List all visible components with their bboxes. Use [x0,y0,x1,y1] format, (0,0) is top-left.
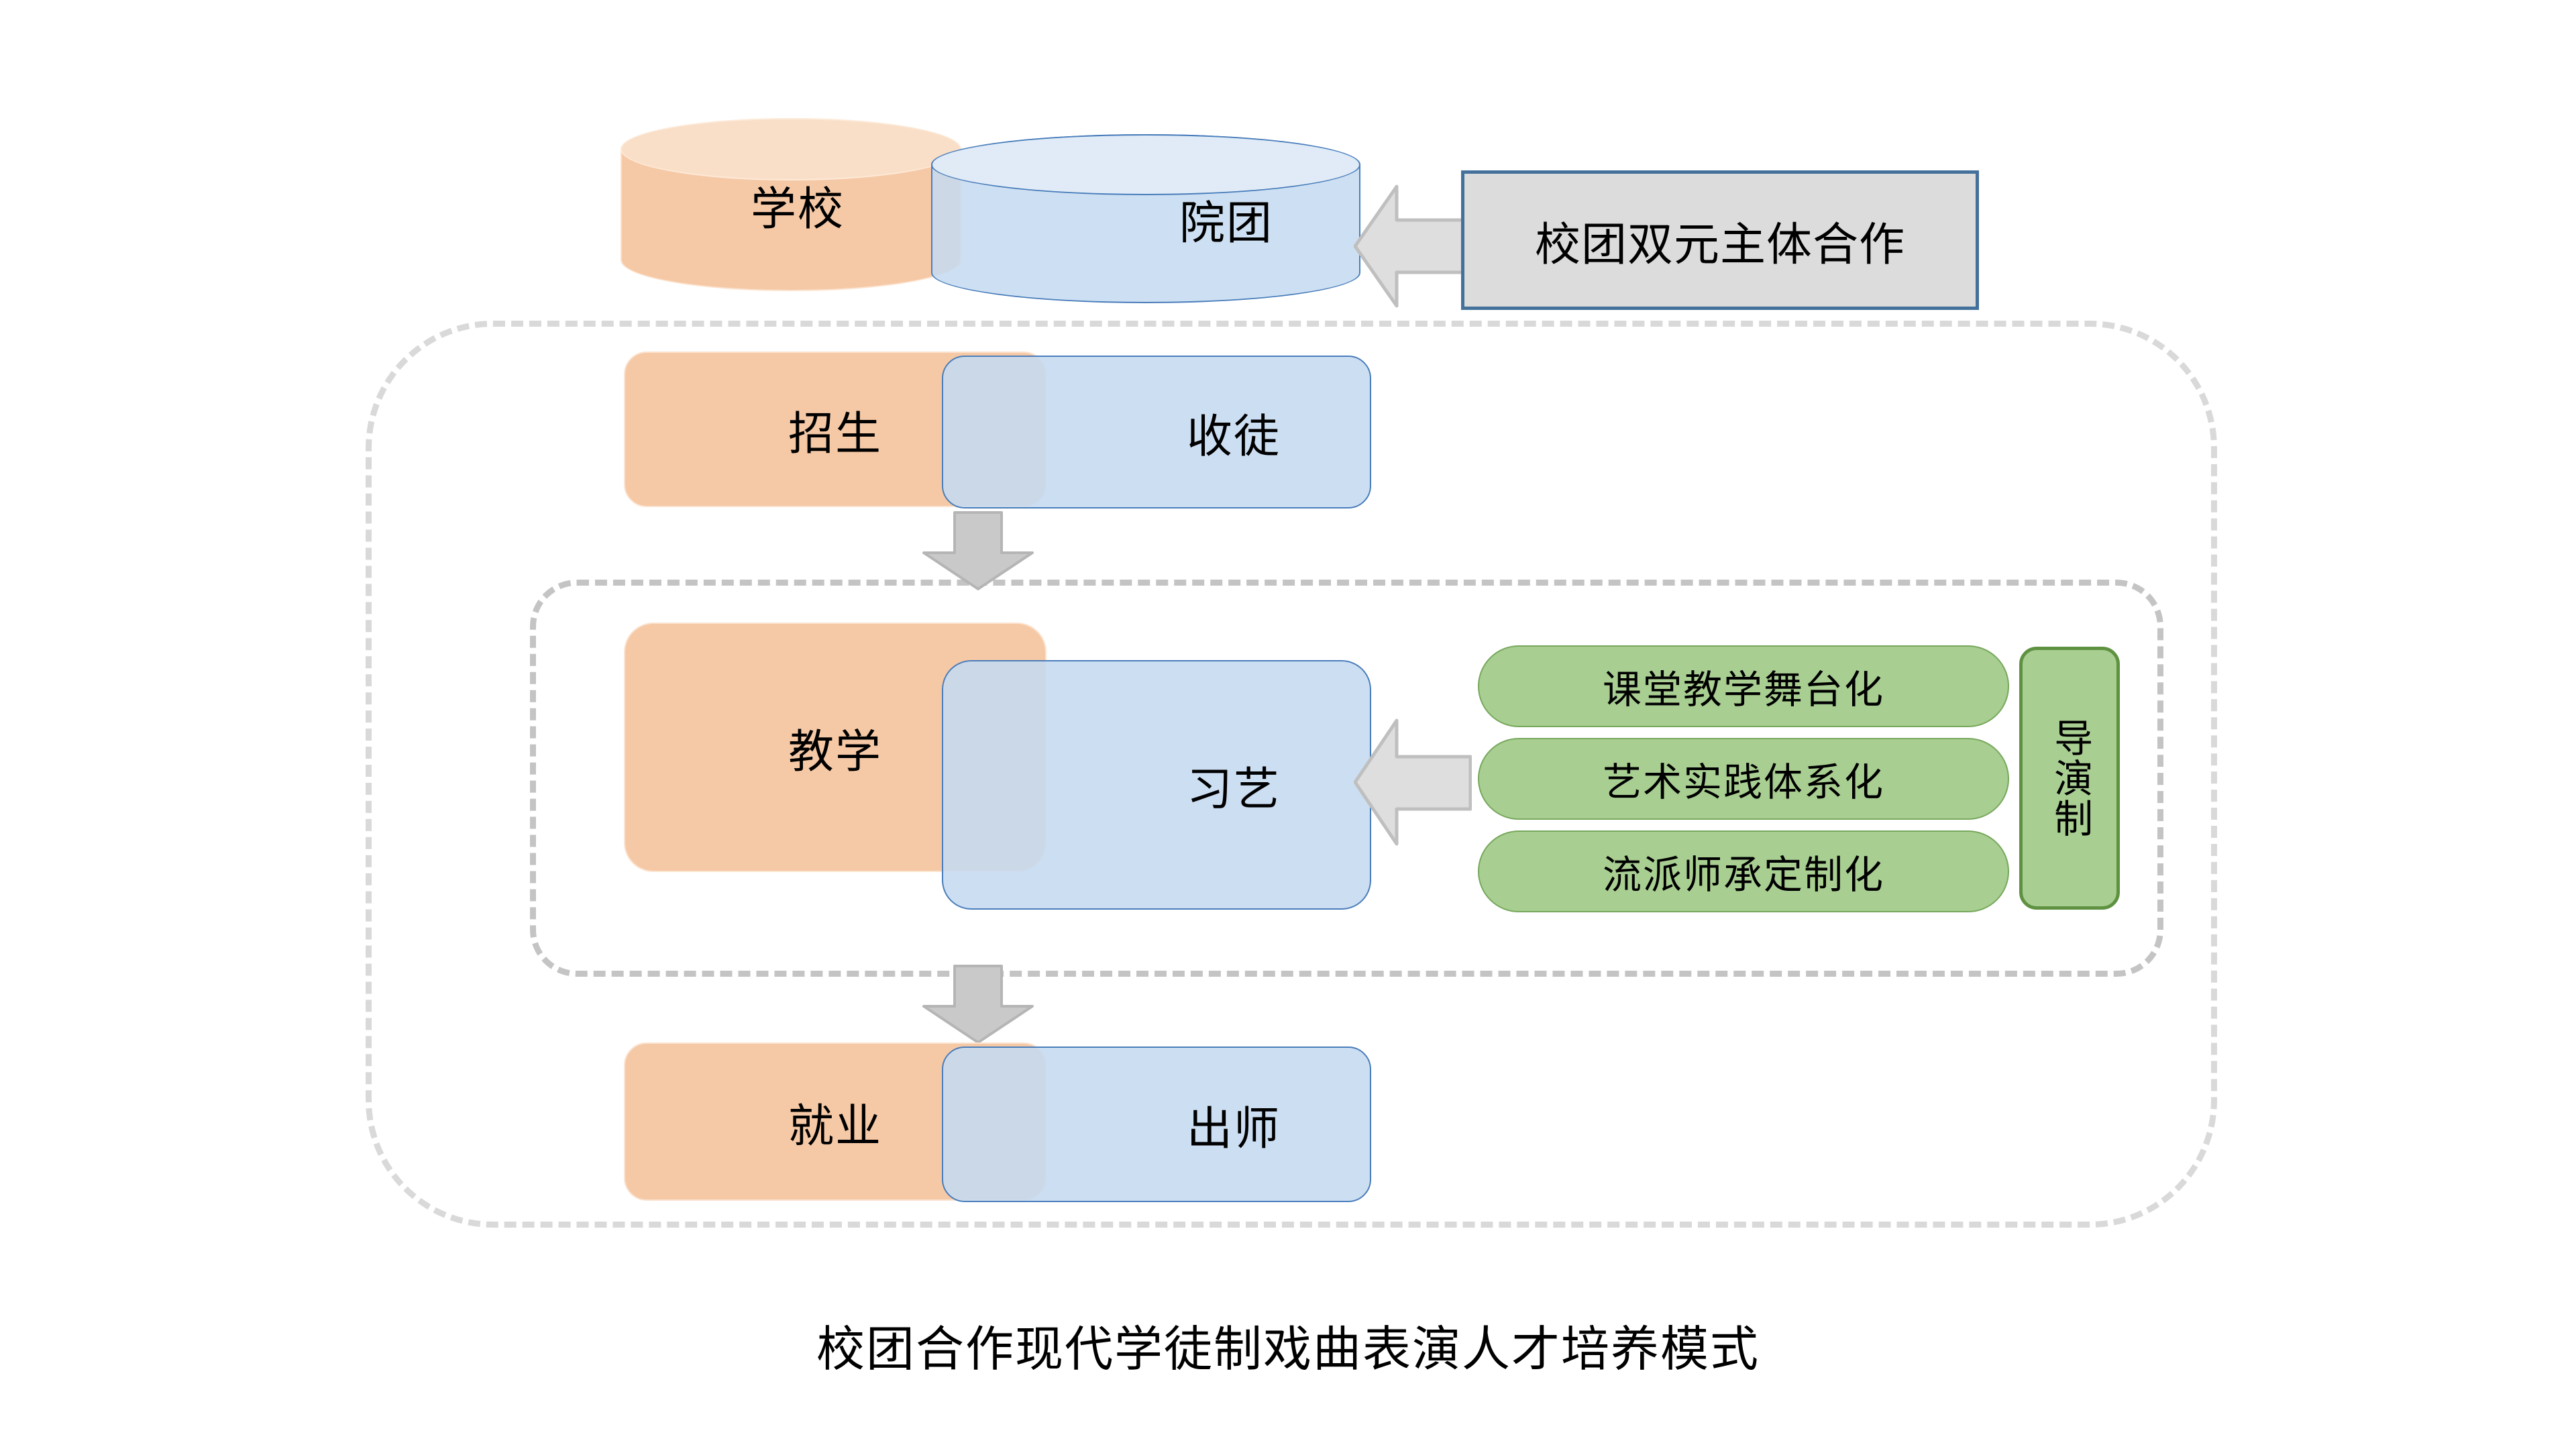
cylinder-school-label: 学校 [750,183,845,235]
teaching-method-label-2: 艺术实践体系化 [1602,761,1884,804]
arrow-down-icon [914,511,1042,590]
callout-label: 校团双元主体合作 [1534,219,1905,270]
stage-3-school-label: 就业 [788,1100,882,1152]
cylinder-troupe-label: 院团 [1179,197,1273,249]
director-system-label: 导演制 [2048,718,2092,839]
stage-3-troupe-box[interactable]: 出师 [942,1046,1371,1202]
callout-school-troupe-cooperation[interactable]: 校团双元主体合作 [1461,170,1979,310]
teaching-method-pill-2[interactable]: 艺术实践体系化 [1478,738,2009,820]
stage-1-school-label: 招生 [788,408,882,460]
stage-2-troupe-box[interactable]: 习艺 [942,660,1371,910]
outer-dashed-frame [366,321,2217,1228]
stage-2-school-label: 教学 [788,726,882,777]
arrow-down-icon [914,965,1042,1044]
inner-dashed-frame-teaching [530,580,2163,977]
cylinder-troupe[interactable]: 院团 [931,134,1360,303]
stage-2-troupe-label: 习艺 [1186,763,1281,815]
teaching-method-label-3: 流派师承定制化 [1602,853,1884,897]
teaching-method-label-1: 课堂教学舞台化 [1602,668,1884,712]
stage-1-troupe-label: 收徒 [1186,411,1281,462]
diagram-caption: 校团合作现代学徒制戏曲表演人才培养模式 [816,1323,1760,1377]
director-system-box[interactable]: 导演制 [2019,647,2120,910]
teaching-method-pill-3[interactable]: 流派师承定制化 [1478,830,2009,912]
arrow-left-icon [1354,182,1472,310]
arrow-left-icon [1354,715,1472,849]
cylinder-troupe-top [931,134,1360,195]
stage-1-troupe-box[interactable]: 收徒 [942,356,1371,508]
cylinder-school[interactable]: 学校 [621,118,961,291]
stage-3-troupe-label: 出师 [1186,1103,1281,1155]
teaching-method-pill-1[interactable]: 课堂教学舞台化 [1478,645,2009,727]
cylinder-school-top [621,118,961,180]
